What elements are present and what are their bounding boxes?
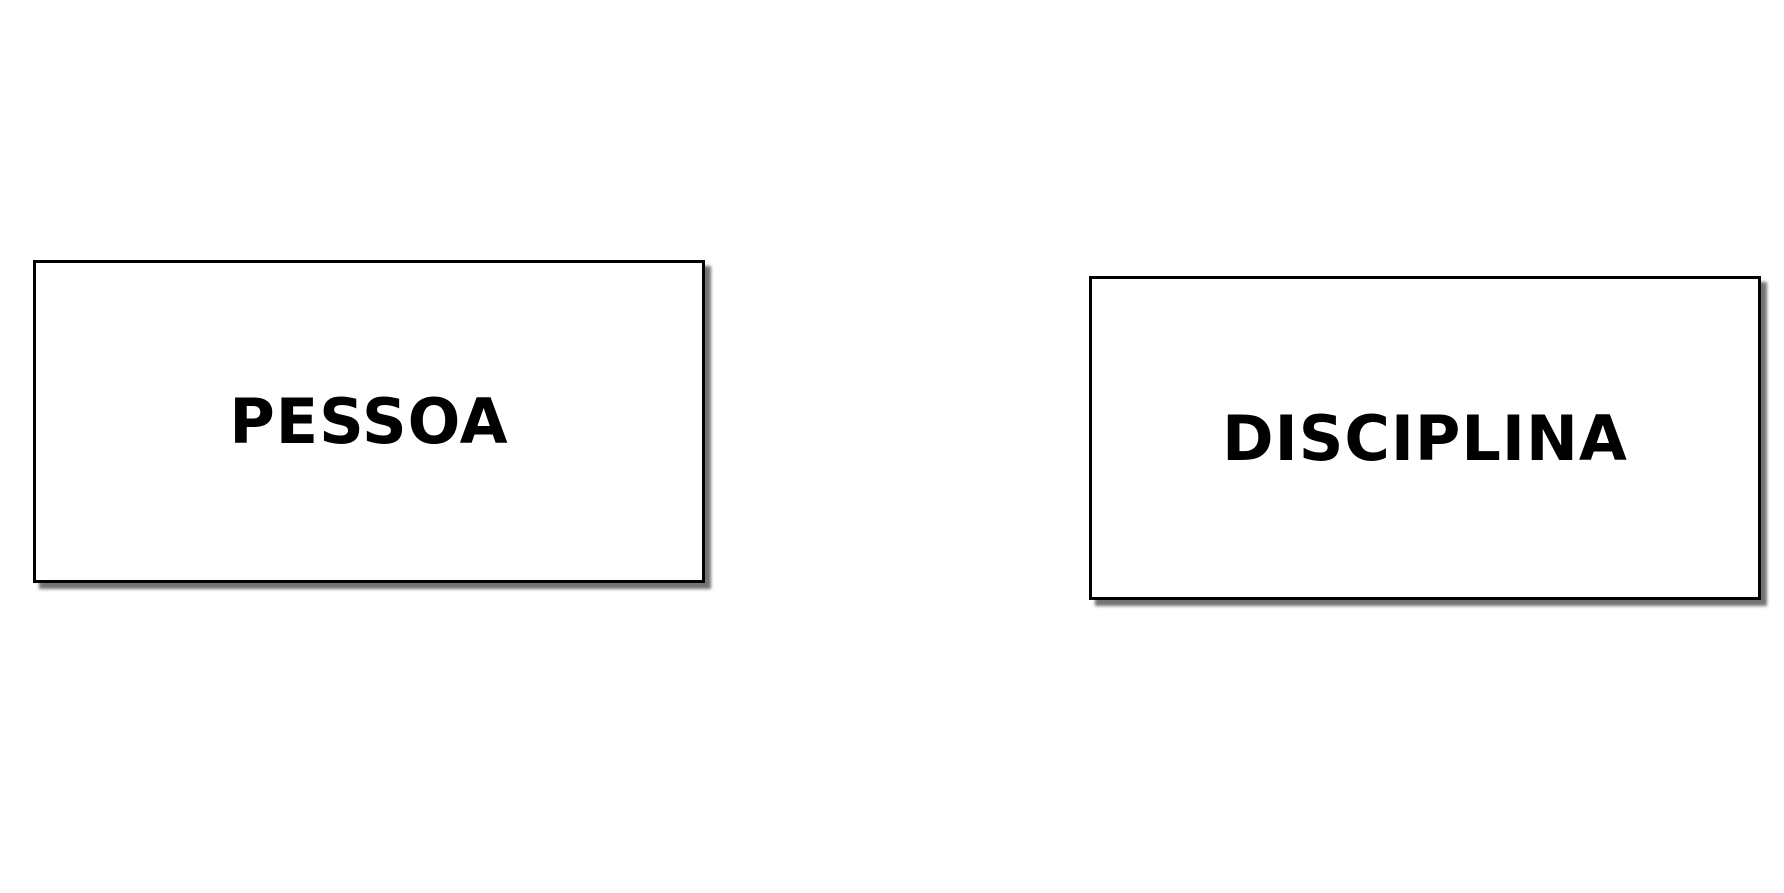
entity-label: PESSOA bbox=[229, 385, 509, 458]
entity-disciplina[interactable]: DISCIPLINA bbox=[1089, 276, 1761, 600]
entity-pessoa[interactable]: PESSOA bbox=[33, 260, 705, 583]
entity-label: DISCIPLINA bbox=[1222, 401, 1628, 475]
